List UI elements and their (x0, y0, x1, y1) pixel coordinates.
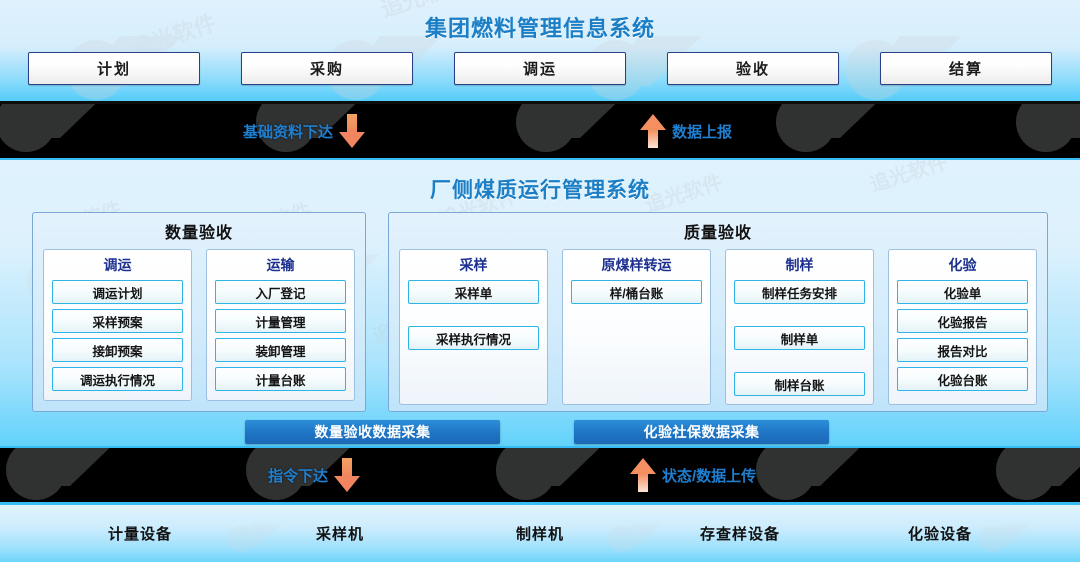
flow-down-label: 指令下达 (268, 467, 329, 485)
item-sample-barrel-ledger[interactable]: 样/桶台账 (571, 280, 702, 304)
collect-bar-assay[interactable]: 化验社保数据采集 (574, 420, 829, 444)
device-list: 计量设备 采样机 制样机 存查样设备 化验设备 (40, 505, 1040, 562)
group-quantity-acceptance: 数量验收 调运 调运计划 采样预案 接卸预案 调运执行情况 运输 (32, 212, 366, 412)
acceptance-groups: 数量验收 调运 调运计划 采样预案 接卸预案 调运执行情况 运输 (32, 212, 1048, 412)
item-metering-management[interactable]: 计量管理 (215, 309, 346, 333)
nav-button-acceptance[interactable]: 验收 (667, 52, 839, 85)
device-layer-band: 计量设备 采样机 制样机 存查样设备 化验设备 (0, 502, 1080, 562)
collect-bar-quantity[interactable]: 数量验收数据采集 (245, 420, 500, 444)
group-quality-acceptance: 质量验收 采样 采样单 采样执行情况 原煤样转运 样/桶台账 (388, 212, 1048, 412)
item-preparation-ledger[interactable]: 制样台账 (734, 372, 865, 396)
item-preparation-sheet[interactable]: 制样单 (734, 326, 865, 350)
group-title: 质量验收 (683, 225, 752, 242)
item-dispatch-execution[interactable]: 调运执行情况 (52, 367, 183, 391)
item-unloading-plan[interactable]: 接卸预案 (52, 338, 183, 362)
item-sampling-sheet[interactable]: 采样单 (408, 280, 539, 304)
item-assay-ledger[interactable]: 化验台账 (897, 367, 1028, 391)
plant-system-band: 追光软件 追光软件 追光软件 追光软件 追光软件 追光软件 追光软件 追光软件 … (0, 158, 1080, 448)
device-metering[interactable]: 计量设备 (107, 526, 172, 543)
nav-button-label: 验收 (735, 61, 770, 78)
arrow-down-icon (334, 458, 361, 492)
column-title: 调运 (103, 257, 132, 273)
item-loading-management[interactable]: 装卸管理 (215, 338, 346, 362)
item-assay-sheet[interactable]: 化验单 (897, 280, 1028, 304)
flow-up-label: 数据上报 (672, 123, 733, 141)
group-system-nav: 计划 采购 调运 验收 结算 (28, 52, 1052, 85)
flow-up-label: 状态/数据上传 (662, 467, 757, 485)
device-preparation-machine[interactable]: 制样机 (515, 526, 564, 543)
column-transport: 运输 入厂登记 计量管理 装卸管理 计量台账 (206, 249, 355, 401)
item-preparation-task[interactable]: 制样任务安排 (734, 280, 865, 304)
nav-button-settlement[interactable]: 结算 (880, 52, 1052, 85)
column-sampling: 采样 采样单 采样执行情况 (399, 249, 548, 405)
arrow-up-icon (630, 458, 656, 492)
watermark-pattern-lower-flow (6, 448, 1080, 500)
arrow-up-icon (640, 114, 666, 148)
column-title: 制样 (785, 257, 814, 273)
nav-button-label: 调运 (522, 61, 557, 78)
item-sampling-execution[interactable]: 采样执行情况 (408, 326, 539, 350)
column-raw-coal-transfer: 原煤样转运 样/桶台账 (562, 249, 711, 405)
device-sample-storage[interactable]: 存查样设备 (699, 526, 780, 543)
item-assay-report[interactable]: 化验报告 (897, 309, 1028, 333)
item-dispatch-plan[interactable]: 调运计划 (52, 280, 183, 304)
nav-button-purchase[interactable]: 采购 (241, 52, 413, 85)
column-title: 运输 (266, 257, 295, 273)
upper-flow-band: 基础资料下达 数据上报 (0, 104, 1080, 158)
column-preparation: 制样 制样任务安排 制样单 制样台账 (725, 249, 874, 405)
flow-down-label: 基础资料下达 (243, 123, 334, 141)
item-entry-registration[interactable]: 入厂登记 (215, 280, 346, 304)
flow-down-basic-data: 基础资料下达 (243, 104, 366, 158)
item-metering-ledger[interactable]: 计量台账 (215, 367, 346, 391)
item-sampling-plan[interactable]: 采样预案 (52, 309, 183, 333)
flow-up-data-report: 数据上报 (640, 104, 732, 158)
flow-up-status-data: 状态/数据上传 (630, 448, 756, 502)
column-assay: 化验 化验单 化验报告 报告对比 化验台账 (888, 249, 1037, 405)
flow-down-command: 指令下达 (268, 448, 361, 502)
column-dispatch: 调运 调运计划 采样预案 接卸预案 调运执行情况 (43, 249, 192, 401)
group-title: 数量验收 (164, 225, 233, 242)
column-title: 原煤样转运 (601, 257, 672, 273)
nav-button-label: 结算 (948, 61, 983, 78)
plant-system-title: 厂侧煤质运行管理系统 (430, 179, 650, 202)
nav-button-plan[interactable]: 计划 (28, 52, 200, 85)
nav-button-dispatch[interactable]: 调运 (454, 52, 626, 85)
arrow-down-icon (339, 114, 366, 148)
group-system-band: 追光软件 追光软件 追光软件 追光软件 集团燃料管理信息系统 计划 采购 调运 … (0, 0, 1080, 104)
device-assay[interactable]: 化验设备 (907, 526, 972, 543)
lower-flow-band: 指令下达 状态/数据上传 (0, 448, 1080, 502)
device-sampler[interactable]: 采样机 (315, 526, 364, 543)
nav-button-label: 计划 (96, 61, 131, 78)
nav-button-label: 采购 (309, 61, 344, 78)
item-report-comparison[interactable]: 报告对比 (897, 338, 1028, 362)
watermark-pattern-upper-flow (0, 104, 1080, 152)
column-title: 采样 (459, 257, 488, 273)
column-title: 化验 (948, 257, 977, 273)
group-system-title: 集团燃料管理信息系统 (424, 16, 655, 41)
